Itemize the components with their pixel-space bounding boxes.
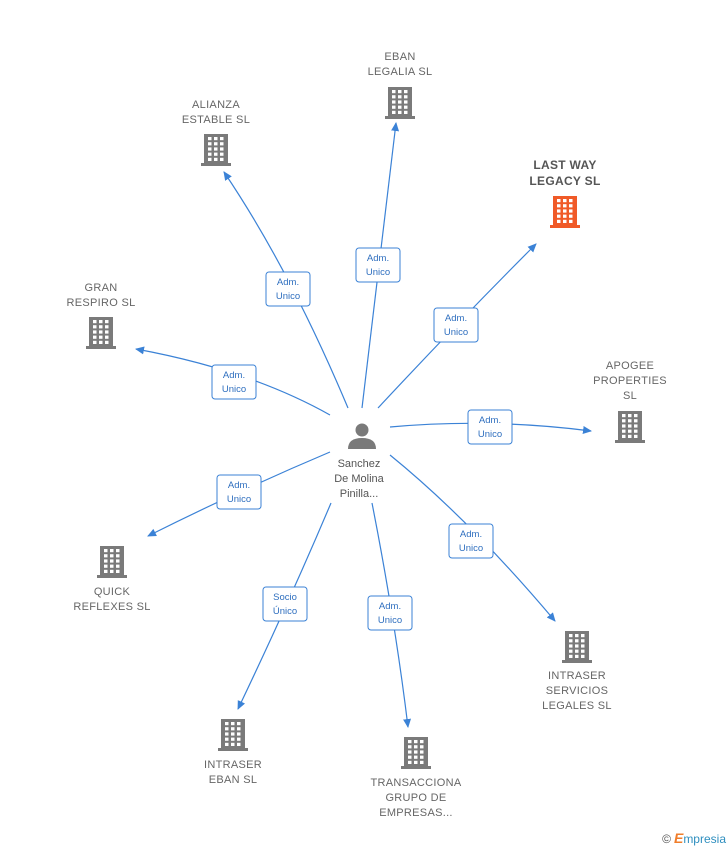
company-name: INTRASER <box>204 759 262 771</box>
building-icon <box>562 631 592 663</box>
edge-label-text: Adm. <box>445 313 467 324</box>
company-name: RESPIRO SL <box>66 297 135 309</box>
edge-label-box <box>467 409 513 445</box>
building-icon <box>97 546 127 578</box>
company-node-transacciona[interactable]: TRANSACCIONA GRUPO DE EMPRESAS... <box>371 737 462 819</box>
edge-label-box <box>355 247 401 283</box>
building-icon <box>385 87 415 119</box>
building-icon <box>86 317 116 349</box>
company-name: SERVICIOS <box>546 685 608 697</box>
edge-label-last-way-legacy[interactable]: Adm. Unico <box>433 307 479 343</box>
person-name: Sanchez <box>338 458 381 470</box>
person-icon <box>348 423 376 449</box>
edge-label-text: Adm. <box>277 277 299 288</box>
company-name: GRAN <box>85 282 118 294</box>
company-name: LEGACY SL <box>529 174 600 188</box>
edge-label-text: Unico <box>227 494 251 505</box>
company-name: EBAN SL <box>209 774 258 786</box>
edge-label-text: Unico <box>366 267 390 278</box>
brand-initial: E <box>673 830 684 846</box>
edge-label-text: Unico <box>222 384 246 395</box>
company-name: SL <box>623 390 637 402</box>
edge-label-text: Socio <box>273 592 297 603</box>
edge-label-text: Unico <box>459 543 483 554</box>
building-icon <box>201 134 231 166</box>
edge-label-text: Adm. <box>379 601 401 612</box>
building-icon <box>615 411 645 443</box>
company-name: ESTABLE SL <box>182 114 250 126</box>
building-icon <box>218 719 248 751</box>
person-name: Pinilla... <box>340 488 379 500</box>
company-name: TRANSACCIONA <box>371 777 462 789</box>
company-node-intraser-servicios[interactable]: INTRASER SERVICIOS LEGALES SL <box>542 631 612 712</box>
edge-label-box <box>211 364 257 400</box>
edge-label-box <box>433 307 479 343</box>
edge-label-gran-respiro[interactable]: Adm. Unico <box>211 364 257 400</box>
edge-label-text: Adm. <box>223 370 245 381</box>
edge-label-alianza-estable[interactable]: Adm. Unico <box>265 271 311 307</box>
edge-label-text: Adm. <box>479 415 501 426</box>
copyright-symbol: © <box>662 832 671 846</box>
company-node-quick-reflexes[interactable]: QUICK REFLEXES SL <box>73 546 150 613</box>
company-name: EMPRESAS... <box>379 807 453 819</box>
company-node-gran-respiro[interactable]: GRAN RESPIRO SL <box>66 282 135 349</box>
empresia-watermark: ©Empresia <box>662 830 726 846</box>
edge-label-box <box>367 595 413 631</box>
edge-label-intraser-servicios[interactable]: Adm. Unico <box>448 523 494 559</box>
building-icon <box>550 196 580 228</box>
company-node-alianza-estable[interactable]: ALIANZA ESTABLE SL <box>182 99 250 166</box>
person-name: De Molina <box>334 473 384 485</box>
company-name: ALIANZA <box>192 99 240 111</box>
company-name: APOGEE <box>606 360 654 372</box>
edge-label-box <box>265 271 311 307</box>
edge-label-text: Adm. <box>367 253 389 264</box>
edge-label-text: Adm. <box>228 480 250 491</box>
edge-label-text: Adm. <box>460 529 482 540</box>
company-name: EBAN <box>384 51 415 63</box>
edge-label-apogee-properties[interactable]: Adm. Unico <box>467 409 513 445</box>
person-node-center[interactable]: Sanchez De MolinaPinilla... <box>334 423 385 501</box>
edge-label-text: Unico <box>378 615 402 626</box>
building-icon <box>401 737 431 769</box>
edge-label-text: Único <box>273 606 297 617</box>
company-node-apogee-properties[interactable]: APOGEE PROPERTIES SL <box>593 360 667 443</box>
company-name: REFLEXES SL <box>73 601 150 613</box>
company-name: INTRASER <box>548 670 606 682</box>
company-node-last-way-legacy[interactable]: LAST WAY LEGACY SL <box>529 158 600 228</box>
edge-label-box <box>216 474 262 510</box>
edge-label-transacciona[interactable]: Adm. Unico <box>367 595 413 631</box>
brand-name: mpresia <box>683 832 726 846</box>
edge-label-box <box>262 586 308 622</box>
edge-label-text: Unico <box>478 429 502 440</box>
company-node-eban-legalia[interactable]: EBAN LEGALIA SL <box>368 51 433 119</box>
company-name: LAST WAY <box>533 158 596 172</box>
company-name: GRUPO DE <box>385 792 446 804</box>
company-name: QUICK <box>94 586 131 598</box>
edge-label-text: Unico <box>444 327 468 338</box>
edge-label-text: Unico <box>276 291 300 302</box>
edge-label-quick-reflexes[interactable]: Adm. Unico <box>216 474 262 510</box>
company-name: PROPERTIES <box>593 375 667 387</box>
company-name: LEGALIA SL <box>368 66 433 78</box>
company-node-intraser-eban[interactable]: INTRASER EBAN SL <box>204 719 262 786</box>
edge-label-eban-legalia[interactable]: Adm. Unico <box>355 247 401 283</box>
edge-label-box <box>448 523 494 559</box>
company-name: LEGALES SL <box>542 700 612 712</box>
